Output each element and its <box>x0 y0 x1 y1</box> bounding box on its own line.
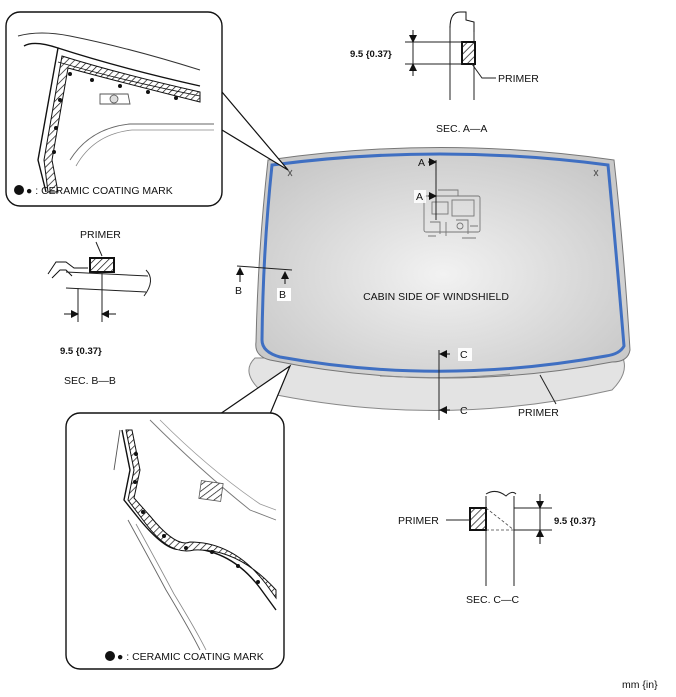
callout-bottom-left-hatched-band <box>125 429 277 600</box>
section-bb-caption: SEC. B—B <box>64 375 116 387</box>
section-aa-caption: SEC. A—A <box>436 123 487 135</box>
primer-line <box>260 152 626 373</box>
section-aa-primer-label: PRIMER <box>498 73 539 85</box>
section-a-mark-mid: A <box>416 191 423 203</box>
corner-mark-right <box>593 169 599 177</box>
section-aa: 9.5 {0.37} PRIMER SEC. A—A <box>350 11 539 135</box>
callout-top-left-hatched-band <box>43 55 201 193</box>
windshield-primer-label: PRIMER <box>518 407 559 419</box>
callout-bottom-left-legend: ● : CERAMIC COATING MARK <box>117 651 264 663</box>
callout-bottom-left: ● : CERAMIC COATING MARK <box>65 364 292 670</box>
section-b-mark-left: B <box>235 285 242 297</box>
corner-mark-left <box>287 169 293 177</box>
callout-top-left-legend: ● : CERAMIC COATING MARK <box>26 185 173 197</box>
section-cc-dimension: 9.5 {0.37} <box>554 516 596 527</box>
section-b-mark-right: B <box>279 289 286 301</box>
mirror-mount <box>423 189 481 239</box>
windshield: CABIN SIDE OF WINDSHIELD A A B B C C PRI… <box>235 147 631 420</box>
section-cc: PRIMER 9.5 {0.37} SEC. C—C <box>398 490 596 606</box>
section-a-mark-top: A <box>418 157 425 169</box>
lower-inner-line <box>379 373 511 379</box>
section-cc-primer-label: PRIMER <box>398 515 439 527</box>
section-aa-dimension: 9.5 {0.37} <box>350 49 392 60</box>
section-c-mark-bottom: C <box>460 405 468 417</box>
units-label: mm {in} <box>622 679 658 691</box>
section-bb: PRIMER 9.5 {0.37} SEC. B—B <box>47 229 151 387</box>
section-cc-caption: SEC. C—C <box>466 594 520 606</box>
windshield-center-label: CABIN SIDE OF WINDSHIELD <box>363 291 509 303</box>
callout-top-left: ● : CERAMIC COATING MARK <box>5 11 289 207</box>
section-c-mark-top: C <box>460 349 468 361</box>
section-bb-dimension: 9.5 {0.37} <box>60 346 102 357</box>
windshield-glass <box>255 147 631 379</box>
section-bb-primer-label: PRIMER <box>80 229 121 241</box>
